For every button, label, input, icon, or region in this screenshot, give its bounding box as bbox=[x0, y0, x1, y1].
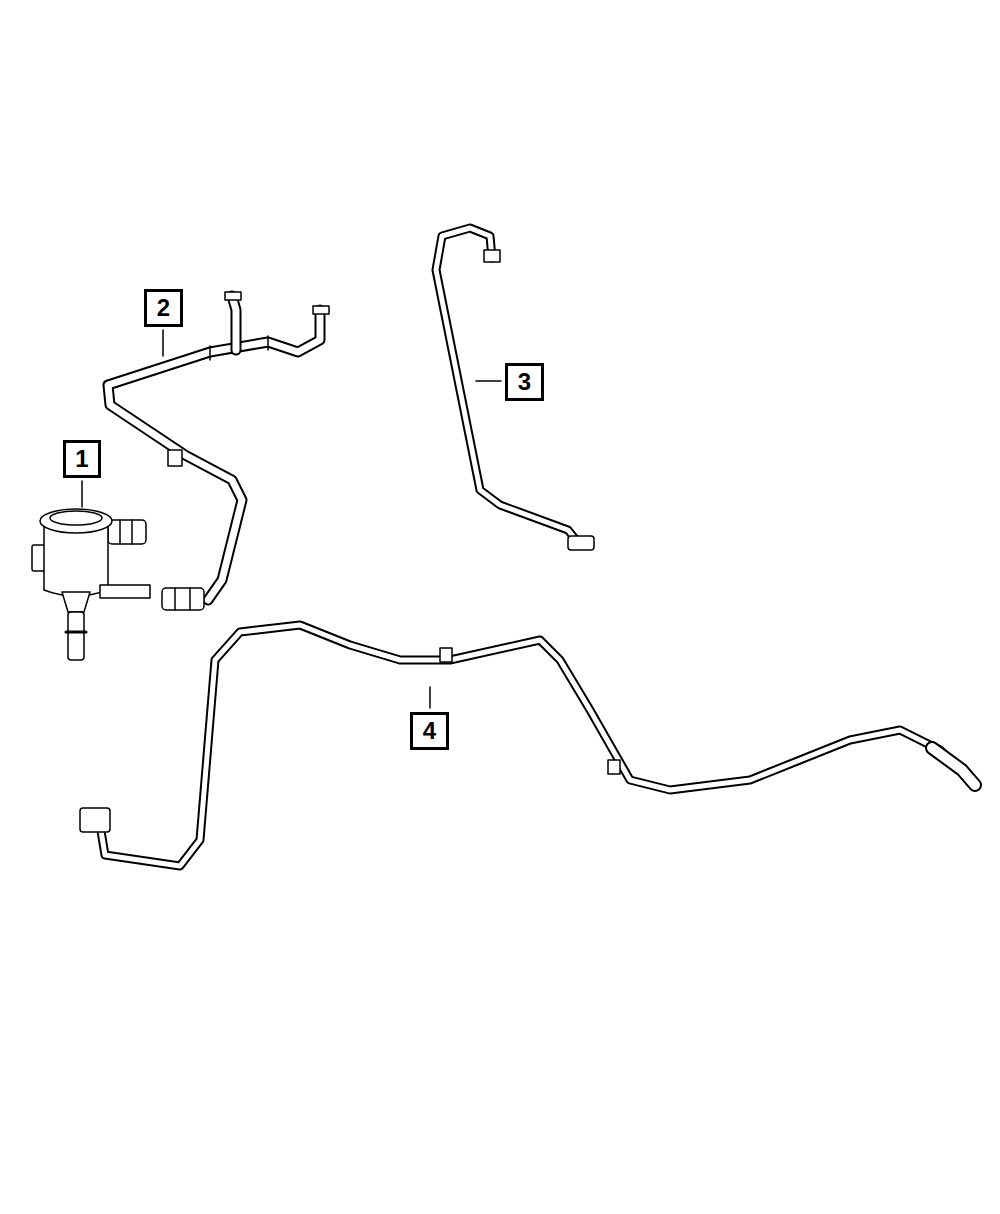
callout-box: 2 bbox=[144, 289, 183, 327]
vent-tube bbox=[436, 228, 594, 550]
leader-lines bbox=[82, 330, 501, 708]
callout-box: 1 bbox=[63, 440, 101, 478]
purge-tube bbox=[80, 625, 975, 866]
callout-box: 3 bbox=[505, 363, 544, 401]
purge-valve bbox=[32, 509, 150, 660]
callout-box: 4 bbox=[410, 712, 449, 750]
vapor-hose bbox=[108, 292, 329, 610]
callout-number: 2 bbox=[157, 296, 170, 320]
callout-number: 3 bbox=[518, 370, 531, 394]
callout-number: 4 bbox=[423, 719, 436, 743]
callout-number: 1 bbox=[75, 447, 88, 471]
